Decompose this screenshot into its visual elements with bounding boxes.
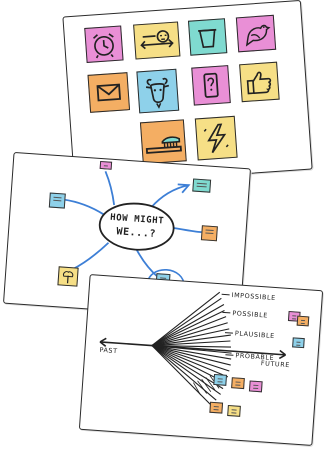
futures-cone-card: PAST FUTURE IMPOSSIBLE POSSIBLE PLAUSIBL… <box>78 274 324 446</box>
tile-bird[interactable] <box>235 14 277 53</box>
sticky-note[interactable] <box>296 315 310 327</box>
icon-board-card <box>62 0 313 187</box>
sticky-note[interactable] <box>248 380 263 393</box>
mindmap-center-bubble <box>98 202 175 251</box>
cup-icon <box>198 28 217 49</box>
envelope-icon <box>96 83 122 102</box>
sticky-note[interactable] <box>48 192 66 209</box>
tile-cup[interactable] <box>187 18 228 56</box>
sleeping-face-icon <box>140 30 174 50</box>
thumbs-up-icon <box>246 71 272 95</box>
sticky-note[interactable] <box>192 178 212 193</box>
sticky-note[interactable] <box>200 225 218 242</box>
tile-lightning[interactable] <box>194 115 238 161</box>
bird-icon <box>245 24 271 47</box>
alarm-clock-icon <box>92 33 114 59</box>
goat-icon <box>145 77 170 109</box>
tile-envelope[interactable] <box>87 72 131 113</box>
sticky-note[interactable] <box>213 373 228 386</box>
tile-phone-question[interactable] <box>191 65 231 106</box>
sticky-note[interactable] <box>227 404 241 417</box>
tile-alarm-clock[interactable] <box>84 25 124 63</box>
tile-goat[interactable] <box>136 68 180 114</box>
sticky-note[interactable] <box>292 337 305 349</box>
lightning-icon <box>203 123 229 154</box>
past-label: PAST <box>99 345 118 356</box>
phone-question-icon <box>203 72 219 98</box>
tree-icon <box>62 271 74 284</box>
tree-sketch-tile[interactable] <box>57 266 79 287</box>
tile-sleeping-face[interactable] <box>133 21 181 60</box>
toothbrush-icon <box>145 136 182 154</box>
tile-thumbs-up[interactable] <box>239 61 280 103</box>
mindmap-card: HOW MIGHT WE...? <box>2 151 252 321</box>
tile-toothbrush[interactable] <box>139 119 187 165</box>
futures-cone-diagram <box>99 291 287 407</box>
sticky-note[interactable] <box>99 160 113 170</box>
sticky-note[interactable] <box>209 401 224 414</box>
sticky-note[interactable] <box>231 377 245 390</box>
